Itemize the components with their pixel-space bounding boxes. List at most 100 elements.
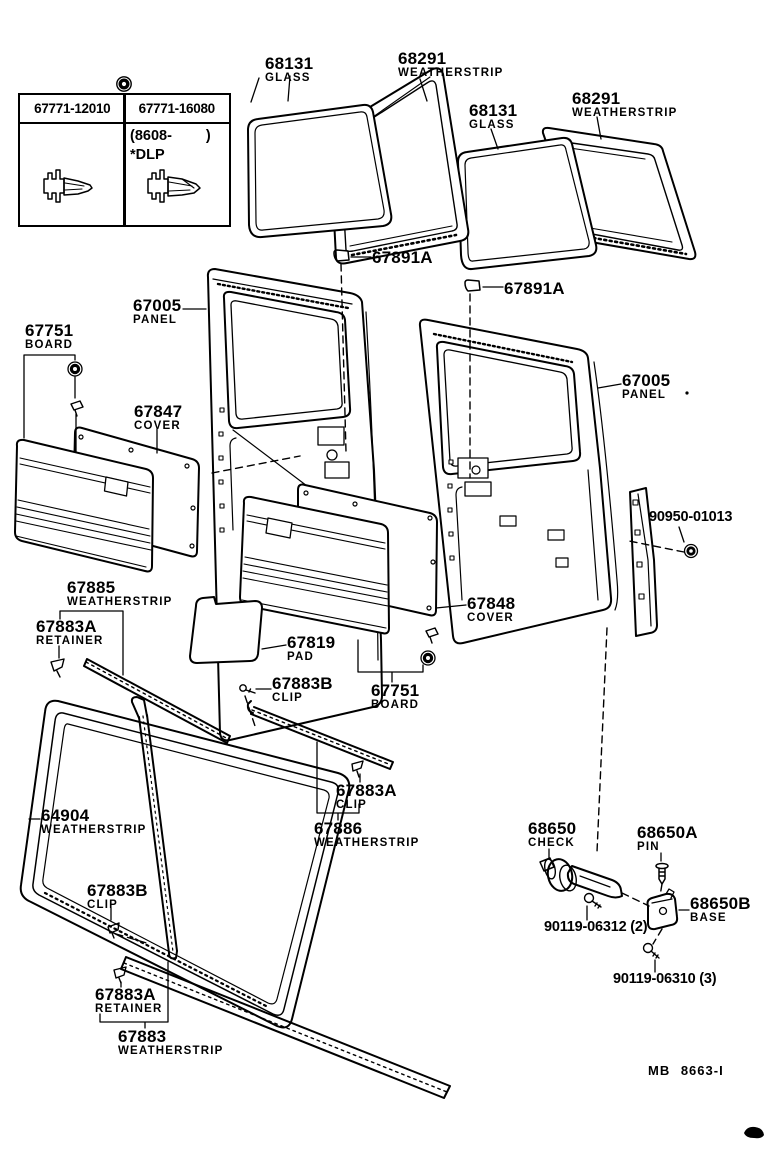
part-name: WEATHERSTRIP (41, 824, 147, 836)
callout-retainer-upper: 67883A RETAINER (36, 618, 104, 648)
check-pin-drawing (655, 862, 669, 885)
part-number: 68291 (572, 89, 621, 108)
callout-belt-weatherstrip-front: 67885 WEATHERSTRIP (67, 579, 173, 609)
clip-lower-icon (107, 922, 120, 939)
callout-door-check: 68650 CHECK (528, 820, 576, 850)
check-screw-icon (583, 892, 602, 909)
callout-grommet: 90950-01013 (649, 510, 732, 525)
callout-glass-front: 68131 GLASS (265, 55, 313, 85)
part-number: 68650 (528, 819, 577, 838)
part-number: 67751 (371, 681, 420, 700)
grommet-rear-icon (683, 543, 699, 559)
applicability-close: ) (205, 128, 211, 144)
part-name: PIN (637, 841, 660, 853)
part-number: 67883A (95, 985, 156, 1004)
part-number: 90119-06312 (2) (544, 919, 648, 935)
part-name: WEATHERSTRIP (67, 596, 173, 608)
part-name: GLASS (265, 72, 311, 84)
callout-retainer-lower: 67883A RETAINER (95, 986, 163, 1016)
glass-clip-front-icon (333, 249, 350, 262)
part-name: WEATHERSTRIP (314, 837, 420, 849)
part-number: 67883B (87, 881, 148, 900)
glass-clip-rear-icon (464, 279, 481, 292)
part-number: 67891A (504, 279, 565, 298)
door-panel-rear-drawing (418, 318, 689, 645)
callout-glass-rear: 68131 GLASS (469, 102, 517, 132)
clip-belt-rear-icon (351, 760, 364, 778)
part-name: BOARD (25, 339, 74, 351)
part-number: 67891A (372, 248, 433, 267)
glass-rear-drawing (457, 136, 598, 271)
part-number: 67751 (25, 321, 74, 340)
part-number: 68650A (637, 823, 698, 842)
dashed-leader-lines (115, 263, 685, 945)
part-number: 90950-01013 (649, 509, 733, 525)
part-name: COVER (134, 420, 181, 432)
callout-trim-board-front: 67751 BOARD (25, 322, 73, 352)
pad-drawing (189, 596, 263, 664)
part-number: 64904 (41, 806, 90, 825)
callout-weatherstrip-rear-upper: 68291 WEATHERSTRIP (572, 90, 678, 120)
part-name: BOARD (371, 699, 420, 711)
door-check-drawing (539, 857, 623, 899)
part-number: 67886 (314, 819, 363, 838)
glass-run-strip-drawing (120, 956, 451, 1099)
check-base-drawing (646, 888, 679, 931)
callout-belt-weatherstrip-rear: 67886 WEATHERSTRIP (314, 820, 420, 850)
part-number: 67848 (467, 594, 516, 613)
callout-clip-belt-rear: 67883A CLIP (336, 782, 397, 812)
body-weatherstrip-drawing (19, 699, 351, 1029)
part-name: RETAINER (95, 1003, 163, 1015)
table-divider (123, 95, 126, 225)
doc-code: MB 8663-I (648, 1063, 724, 1078)
callout-door-panel-front: 67005 PANEL (133, 297, 181, 327)
part-name: WEATHERSTRIP (118, 1045, 224, 1057)
board-rear-fasteners (420, 627, 439, 666)
callout-screw-base: 90119-06310 (3) (613, 971, 717, 987)
belt-weatherstrip-front-drawing (83, 658, 231, 744)
clip-mid-icon (239, 684, 256, 694)
part-name: CLIP (272, 692, 303, 704)
belt-weatherstrip-rear-drawing (246, 700, 394, 770)
part-name: CLIP (87, 899, 118, 911)
dlp-note: *DLP (130, 146, 165, 163)
division-weatherstrip-drawing (130, 696, 178, 960)
part-number: 67883A (36, 617, 97, 636)
part-number: 67005 (133, 296, 182, 315)
part-name: COVER (467, 612, 514, 624)
base-screw-icon (642, 942, 660, 959)
callout-screw-check: 90119-06312 (2) (544, 919, 648, 935)
part-number: 67883A (336, 781, 397, 800)
part-number: 67005 (622, 371, 671, 390)
part-number: 68650B (690, 894, 751, 913)
part-number: 67847 (134, 402, 183, 421)
part-name: WEATHERSTRIP (398, 67, 504, 79)
page-corner-mark (744, 1126, 764, 1139)
applicability-range: (8608- (130, 128, 172, 144)
callout-trim-board-rear: 67751 BOARD (371, 682, 419, 712)
retainer-upper-clip-icon (50, 658, 65, 678)
callout-body-weatherstrip: 64904 WEATHERSTRIP (41, 807, 147, 837)
part-name: BASE (690, 912, 727, 924)
glass-front-drawing (247, 103, 393, 239)
callout-glass-clip-rear: 67891A (504, 280, 565, 297)
callout-check-pin: 68650A PIN (637, 824, 698, 854)
fastener-variant-b: 67771-16080 (138, 101, 216, 116)
part-number: 90119-06310 (3) (613, 971, 717, 987)
push-clip-icon (43, 169, 201, 203)
callout-pad: 67819 PAD (287, 634, 335, 664)
part-name: GLASS (469, 119, 515, 131)
fastener-variant-table: 67771-12010 67771-16080 (8608-) *DLP (18, 93, 231, 227)
callout-glass-clip-front: 67891A (372, 249, 433, 266)
part-name: RETAINER (36, 635, 104, 647)
board-front-fasteners (67, 361, 84, 417)
part-name: CHECK (528, 837, 575, 849)
callout-division-weatherstrip: 67883 WEATHERSTRIP (118, 1028, 224, 1058)
part-name: PANEL (622, 389, 667, 401)
part-name: WEATHERSTRIP (572, 107, 678, 119)
part-name: PANEL (133, 314, 178, 326)
callout-door-panel-rear: 67005 PANEL (622, 372, 670, 402)
callout-clip-lower: 67883B CLIP (87, 882, 148, 912)
